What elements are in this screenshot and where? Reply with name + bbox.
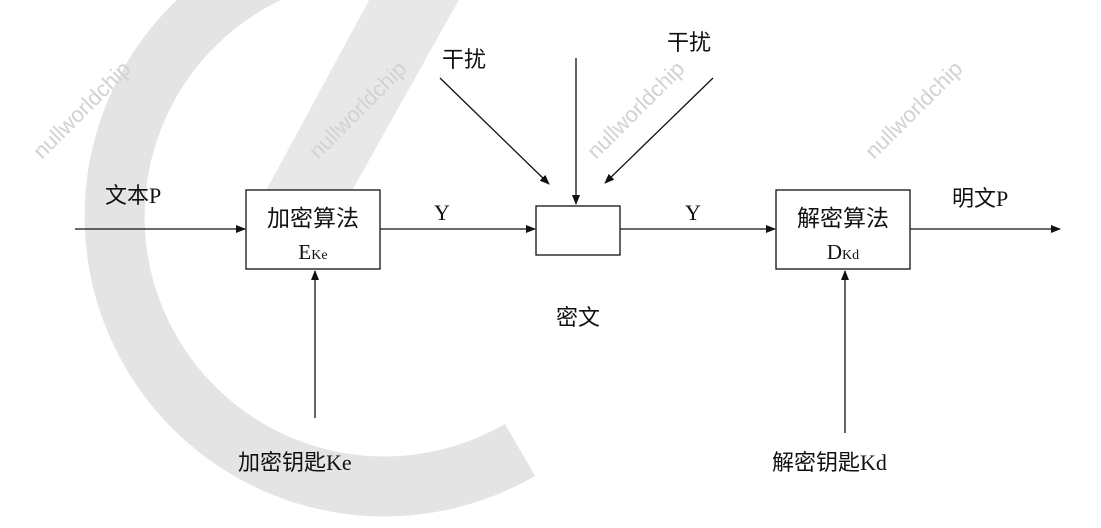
y-label-left: Y [434, 200, 450, 225]
channel-label: 密文 [556, 305, 600, 330]
interference-arrow-left [439, 77, 550, 185]
interference-arrow-right [604, 77, 714, 184]
input-label: 文本P [105, 183, 161, 208]
encrypt-function-symbol: EKe [298, 240, 327, 264]
decrypt-function-symbol: DKd [827, 240, 859, 264]
encrypt-algorithm-title: 加密算法 [267, 206, 359, 231]
watermark-text: nullworldchip [860, 56, 968, 164]
y-label-right: Y [685, 200, 701, 225]
decrypt-algorithm-title: 解密算法 [797, 206, 889, 231]
watermark-logo [84, 0, 536, 517]
decrypt-algorithm-box [775, 189, 911, 270]
interference-label-left: 干扰 [442, 47, 486, 72]
encrypt-algorithm-box [245, 189, 381, 270]
channel-box [535, 205, 621, 256]
interference-label-right: 干扰 [667, 30, 711, 55]
watermark-text: nullworldchip [582, 56, 690, 164]
output-label: 明文P [952, 186, 1008, 211]
decrypt-key-label: 解密钥匙Kd [772, 450, 887, 475]
encrypt-key-label: 加密钥匙Ke [238, 450, 352, 475]
